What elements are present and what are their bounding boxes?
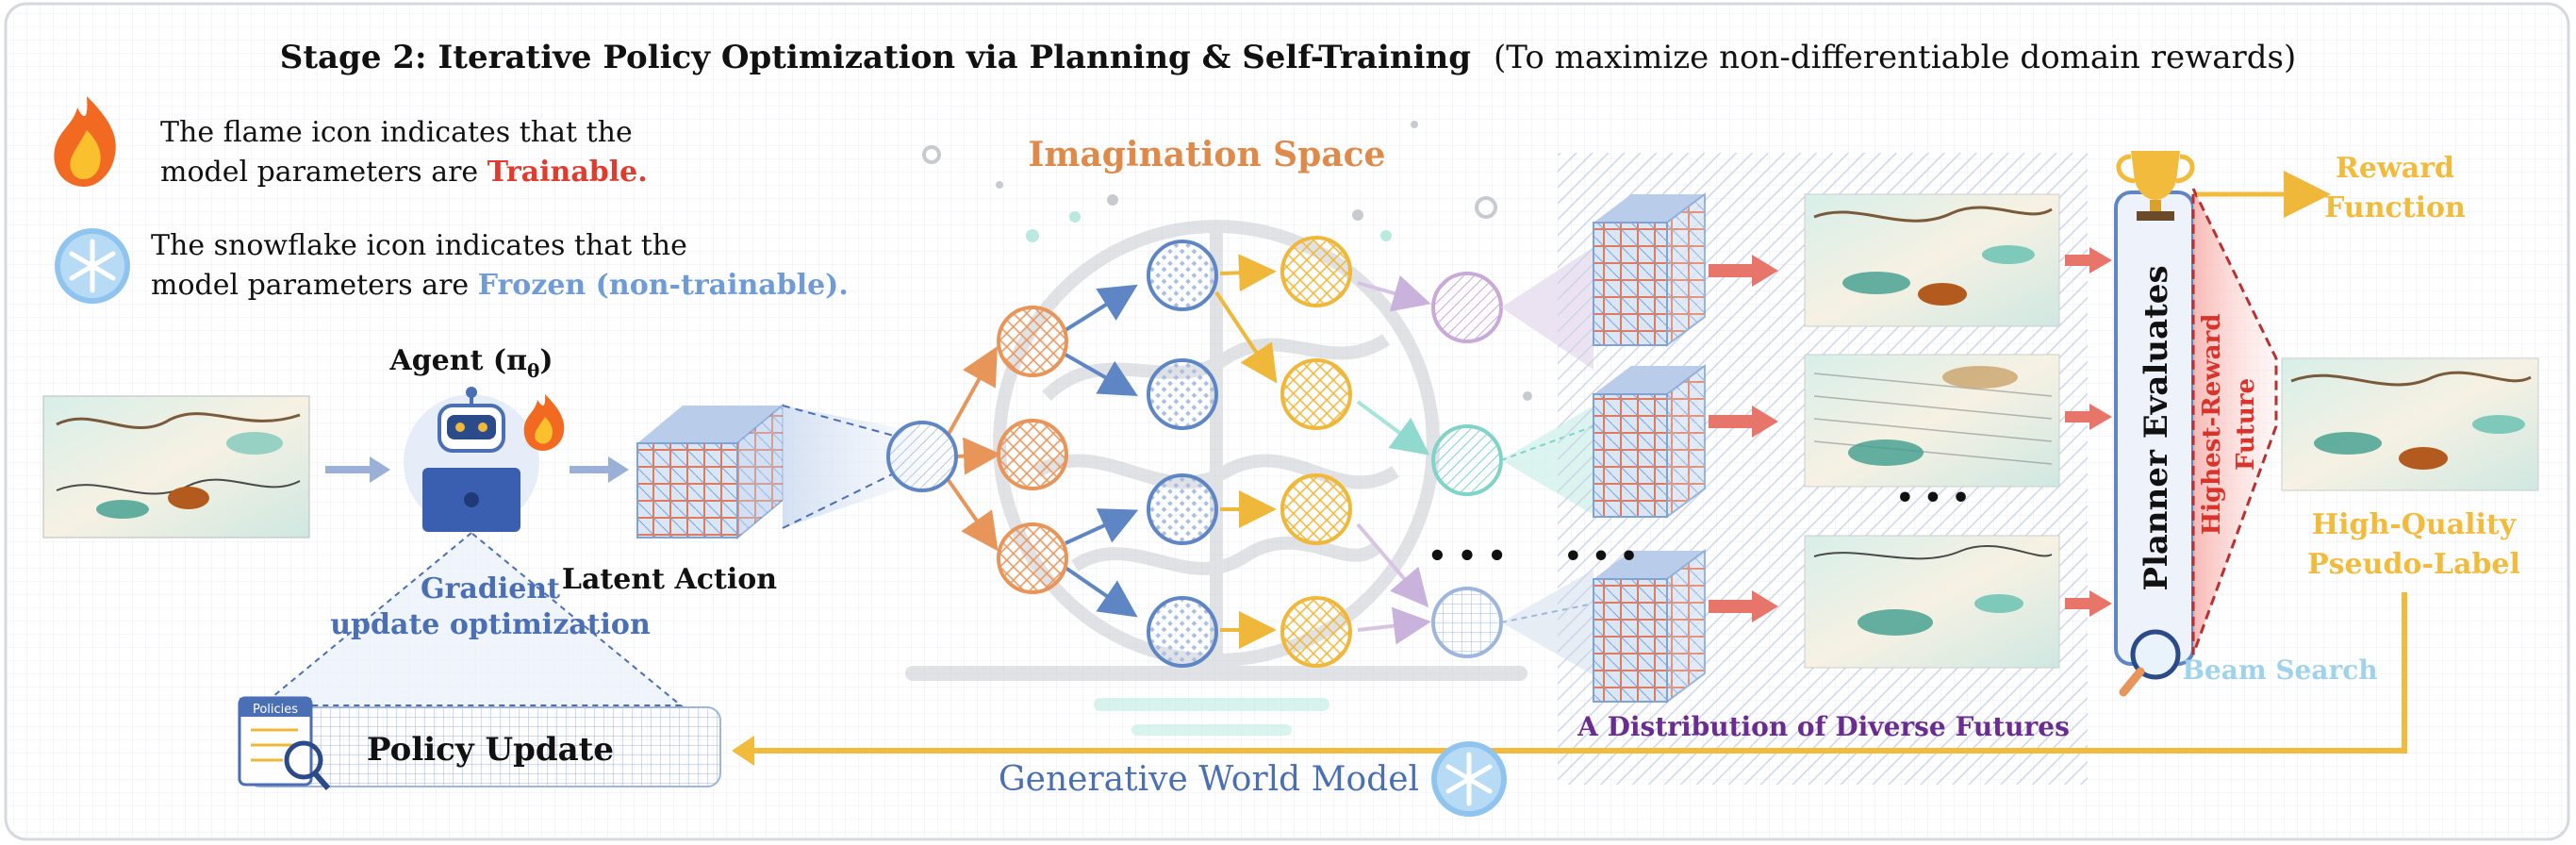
agent-label: Agent (πθ) [388, 344, 553, 382]
distribution-label: A Distribution of Diverse Futures [1577, 711, 2070, 742]
page-title: Stage 2: Iterative Policy Optimization v… [280, 39, 2296, 76]
legend-flame-text-2: model parameters are Trainable. [160, 156, 648, 189]
node-future-1 [1431, 272, 1503, 343]
gradient-update-triangle [259, 531, 684, 706]
edges-level2 [1064, 284, 1139, 618]
latent-action-label: Latent Action [562, 563, 777, 596]
best-future-map [2281, 357, 2539, 491]
agent-flame-icon [523, 394, 565, 451]
ellipsis-cubes: • • • [1564, 540, 1638, 573]
legend-snow-text: The snowflake icon indicates that the [151, 229, 687, 262]
node-yellow-3 [1280, 473, 1352, 545]
edges-level3 [1214, 254, 1278, 649]
pseudo-label-label: High-Quality [2312, 508, 2518, 541]
node-yellow-1 [1280, 236, 1352, 307]
legend-flame-icon [54, 96, 116, 187]
node-blue-4 [1147, 596, 1218, 668]
gradient-label: Gradient [421, 572, 560, 605]
node-future-3 [1431, 587, 1503, 658]
node-blue-1 [1147, 240, 1218, 311]
node-yellow-4 [1280, 596, 1352, 668]
highest-reward-region [2191, 188, 2278, 655]
future-cube-2 [1593, 364, 1706, 519]
reward-function-label: Reward [2336, 152, 2454, 185]
node-orange-1 [997, 306, 1068, 377]
planner-label: Planner Evaluates [2138, 265, 2175, 590]
reward-function-label-2: Function [2324, 191, 2466, 224]
policies-document-icon: Policies [238, 696, 331, 790]
legend-snowflake-icon [55, 228, 130, 304]
gradient-label-2: update optimization [330, 608, 651, 641]
beam-search-label: Beam Search [2182, 654, 2377, 686]
future-cube-3 [1593, 549, 1706, 704]
imagination-space-label: Imagination Space [1029, 135, 1386, 174]
cone-latent [783, 406, 922, 528]
trophy-icon [2116, 151, 2195, 221]
feedback-loop-arrow [752, 592, 2407, 754]
brain-globe-backdrop [905, 220, 1527, 736]
future-map-2 [1804, 354, 2060, 488]
legend-flame-text: The flame icon indicates that the [160, 116, 633, 149]
ellipsis-maps: • • • [1896, 482, 1970, 515]
future-map-3 [1804, 535, 2060, 669]
highest-reward-label-2: Future [2232, 378, 2260, 471]
svg-text:Policies: Policies [253, 703, 298, 717]
world-model-snowflake-icon [1431, 741, 1507, 817]
agent-robot-icon [404, 387, 539, 532]
future-cube-1 [1593, 192, 1706, 347]
arrows-cube-to-map [1709, 255, 1778, 622]
node-blue-2 [1147, 358, 1218, 430]
edges-level4 [1356, 274, 1431, 645]
node-future-2 [1431, 424, 1503, 496]
decorative-dots [922, 121, 1532, 401]
node-yellow-2 [1280, 358, 1352, 430]
latent-node [886, 421, 958, 492]
policy-update-label: Policy Update [367, 731, 614, 769]
ellipsis-nodes: • • • [1428, 538, 1507, 573]
future-map-1 [1804, 193, 2060, 327]
latent-action-cube [636, 403, 784, 540]
magnifier-icon [2119, 629, 2181, 697]
edges-level1 [946, 346, 1001, 552]
pseudo-label-label-2: Pseudo-Label [2307, 548, 2520, 581]
world-model-label: Generative World Model [999, 760, 1419, 799]
node-blue-3 [1147, 473, 1218, 545]
node-orange-2 [997, 419, 1068, 490]
node-orange-3 [997, 522, 1068, 594]
highest-reward-label: Highest-Reward [2198, 314, 2226, 536]
input-weather-map [42, 395, 310, 538]
arrows-map-to-planner [2065, 247, 2112, 617]
legend-snow-text-2: model parameters are Frozen (non-trainab… [151, 269, 849, 302]
